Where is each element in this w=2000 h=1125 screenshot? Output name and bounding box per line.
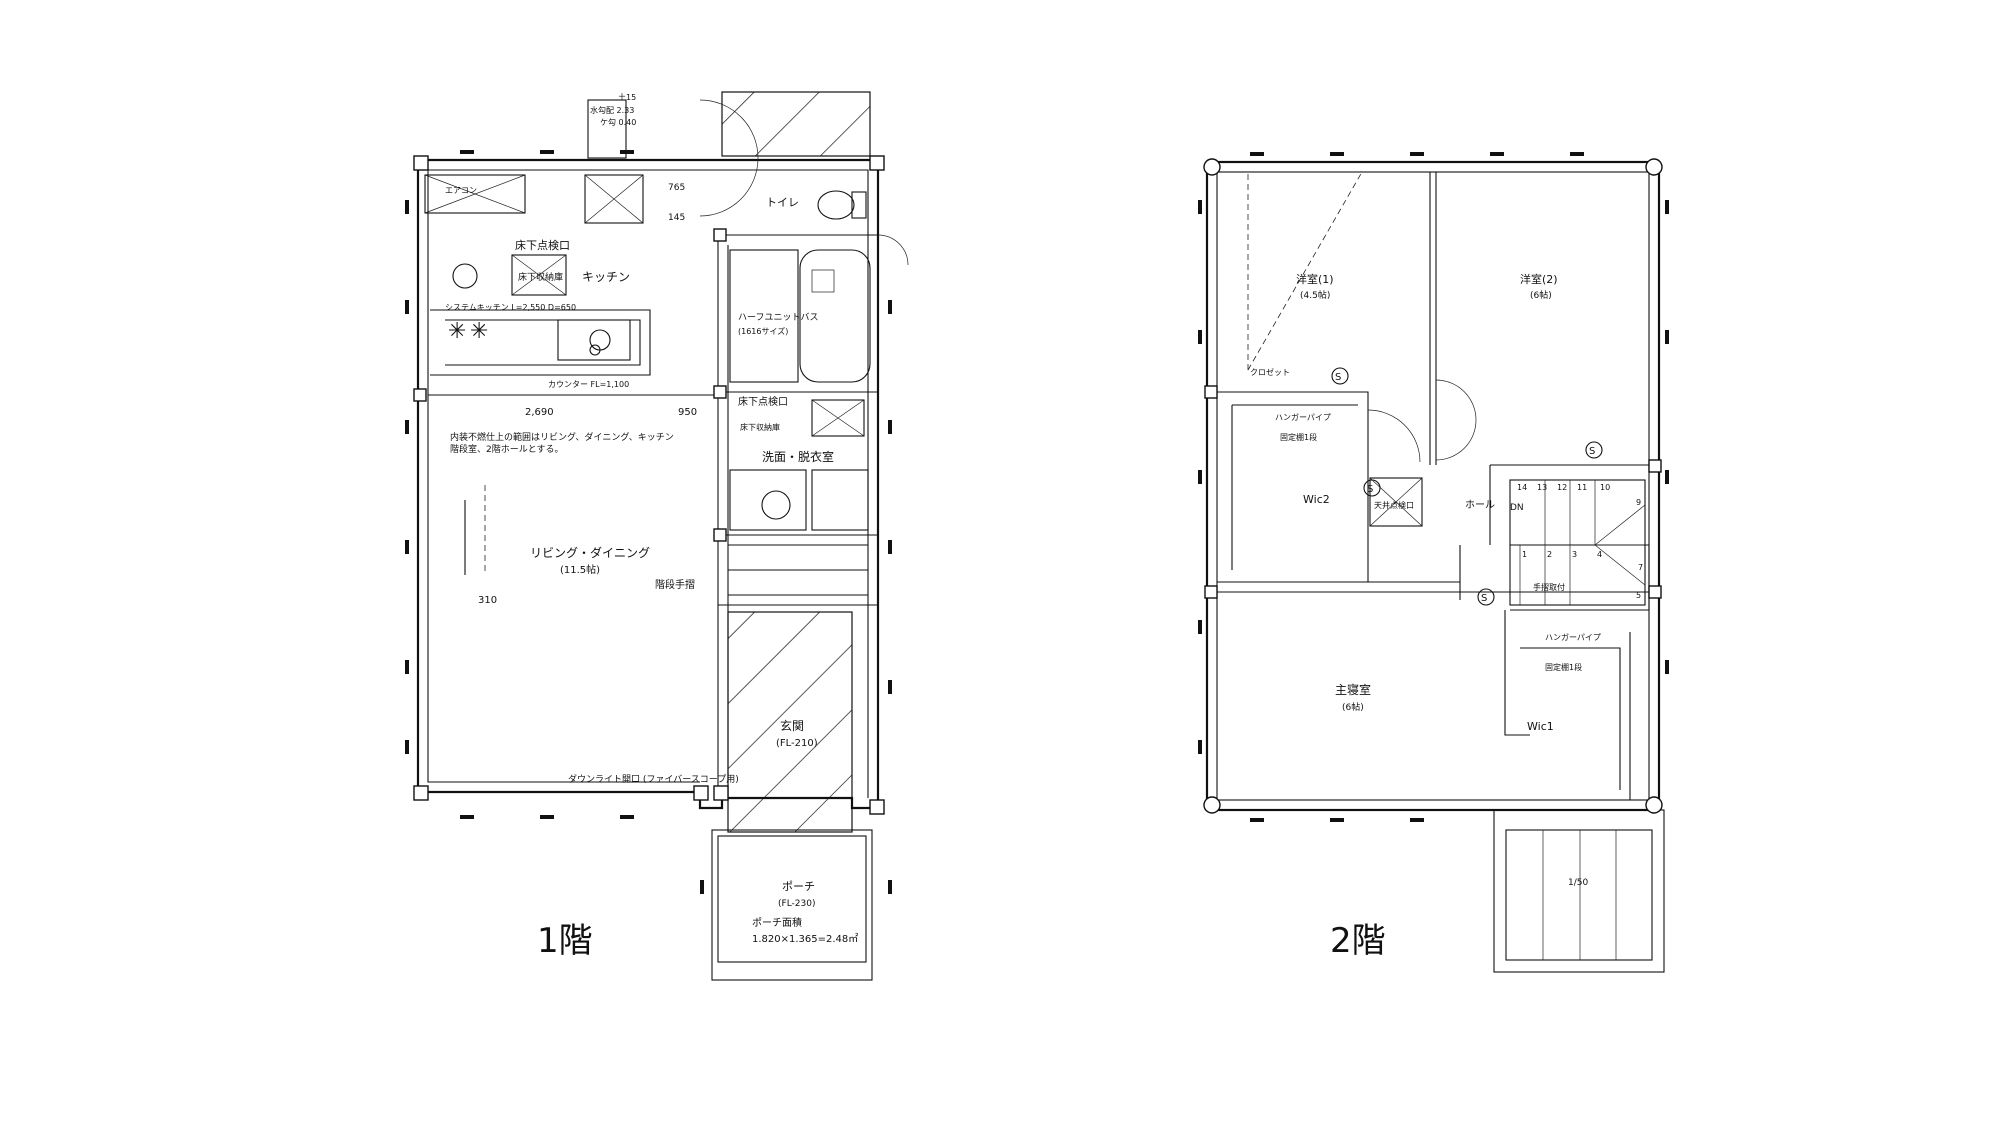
stair-7: 7 (1638, 563, 1643, 572)
stair-4: 4 (1597, 550, 1602, 559)
svg-text:✳: ✳ (470, 319, 488, 344)
svg-text:✳: ✳ (448, 319, 466, 344)
closet-note: クロゼット (1250, 367, 1290, 377)
stair-dn: DN (1510, 503, 1524, 513)
rear-deck-hatch (721, 91, 871, 157)
fixed-shelf-1: 固定棚1段 (1280, 432, 1317, 442)
stair-11: 11 (1577, 483, 1587, 492)
first-floor-caption: 1階 (537, 921, 593, 961)
balcony-fall: 1/50 (1568, 878, 1588, 888)
svg-text:S: S (1589, 446, 1595, 457)
toilet-label: トイレ (766, 196, 799, 209)
top-note-2: 水勾配 2.33 (590, 105, 634, 115)
downlight-note: ダウンライト開口 (ファイバースコープ用) (568, 773, 739, 785)
master-size: (6帖) (1342, 701, 1364, 713)
stair-3: 3 (1572, 550, 1577, 559)
system-kitchen-note: システムキッチン L=2,550 D=650 (445, 303, 576, 312)
washroom-storage-label: 床下収納庫 (740, 422, 780, 432)
stair-12: 12 (1557, 483, 1567, 492)
porch-area-calc: 1.820×1.365=2.48㎡ (752, 933, 858, 945)
bath-spec: (1616サイズ) (738, 326, 788, 336)
dim-145: 145 (668, 213, 685, 223)
porch-area-label: ポーチ面積 (752, 916, 802, 929)
kitchen-label: キッチン (582, 270, 630, 284)
underfloor-hatch-label: 床下点検口 (515, 238, 570, 252)
first-floor-posts (413, 155, 885, 815)
entrance-hatch (727, 611, 853, 833)
underfloor-storage-label: 床下収納庫 (518, 271, 563, 283)
western1-label: 洋室(1) (1296, 272, 1334, 286)
porch-fl: (FL-230) (778, 899, 815, 909)
balcony-outline (1493, 809, 1665, 973)
stair-10: 10 (1600, 483, 1610, 492)
s-marks: S S S S (1331, 367, 1603, 606)
stairs: 14 13 12 11 10 9 7 5 1 2 3 4 (1509, 479, 1646, 606)
aircon-label: エアコン (445, 186, 477, 195)
hanger-pipe-2: ハンガーパイプ (1545, 632, 1601, 642)
first-floor-plan: ✳ ✳ (405, 91, 909, 981)
living-label: リビング・ダイニング (530, 545, 650, 560)
stair-handrail: 手摺取付 (1533, 582, 1565, 592)
bath-label: ハーフユニットバス (738, 312, 818, 323)
dim-2690: 2,690 (525, 407, 554, 418)
top-note-1: 土15 (618, 92, 636, 102)
second-floor-posts (1203, 158, 1663, 814)
washroom-label: 洗面・脱衣室 (762, 449, 834, 464)
stair-14: 14 (1517, 483, 1527, 492)
dim-765: 765 (668, 183, 685, 193)
entrance-label: 玄関 (780, 718, 804, 733)
master-label: 主寝室 (1335, 682, 1371, 697)
stove-icon: ✳ ✳ (448, 319, 488, 344)
svg-text:S: S (1481, 593, 1487, 604)
second-floor-outer-wall (1205, 160, 1661, 812)
dim-310: 310 (478, 595, 497, 606)
wic1-label: Wic1 (1527, 720, 1554, 733)
bathtub (799, 249, 871, 383)
second-floor-caption: 2階 (1330, 921, 1386, 961)
stair-2: 2 (1547, 550, 1552, 559)
stair-9: 9 (1636, 498, 1641, 507)
second-floor-ticks (1198, 152, 1669, 822)
stair-rail-label: 階段手摺 (655, 578, 695, 591)
stair-5: 5 (1636, 591, 1641, 600)
stair-13: 13 (1537, 483, 1547, 492)
attic-hatch-label: 天井点検口 (1374, 500, 1414, 510)
wash-basin (761, 490, 791, 520)
counter-note: カウンター FL=1,100 (548, 380, 629, 389)
svg-text:S: S (1335, 372, 1341, 383)
western2-label: 洋室(2) (1520, 272, 1558, 286)
living-size: (11.5帖) (560, 563, 600, 576)
dim-950: 950 (678, 407, 697, 418)
western2-size: (6帖) (1530, 289, 1552, 301)
entrance-fl: (FL-210) (776, 738, 818, 749)
wic2-label: Wic2 (1303, 493, 1330, 506)
interior-note-1: 内装不燃仕上の範囲はリビング、ダイニング、キッチン (450, 431, 674, 443)
interior-note-2: 階段室、2階ホールとする。 (450, 443, 563, 455)
top-note-3: ケ勾 0.40 (600, 117, 636, 127)
western1-size: (4.5帖) (1300, 289, 1330, 301)
porch-label: ポーチ (782, 880, 815, 893)
washroom-hatch-label: 床下点検口 (738, 395, 788, 408)
hall-label: ホール (1465, 499, 1495, 511)
fixed-shelf-2: 固定棚1段 (1545, 662, 1582, 672)
stair-1: 1 (1522, 550, 1527, 559)
second-floor-plan: 1/50 14 13 12 11 10 9 (1198, 152, 1669, 973)
toilet-fixture (817, 190, 855, 220)
first-floor-ticks (405, 150, 892, 894)
svg-text:S: S (1367, 484, 1373, 495)
hanger-pipe-1: ハンガーパイプ (1275, 412, 1331, 422)
